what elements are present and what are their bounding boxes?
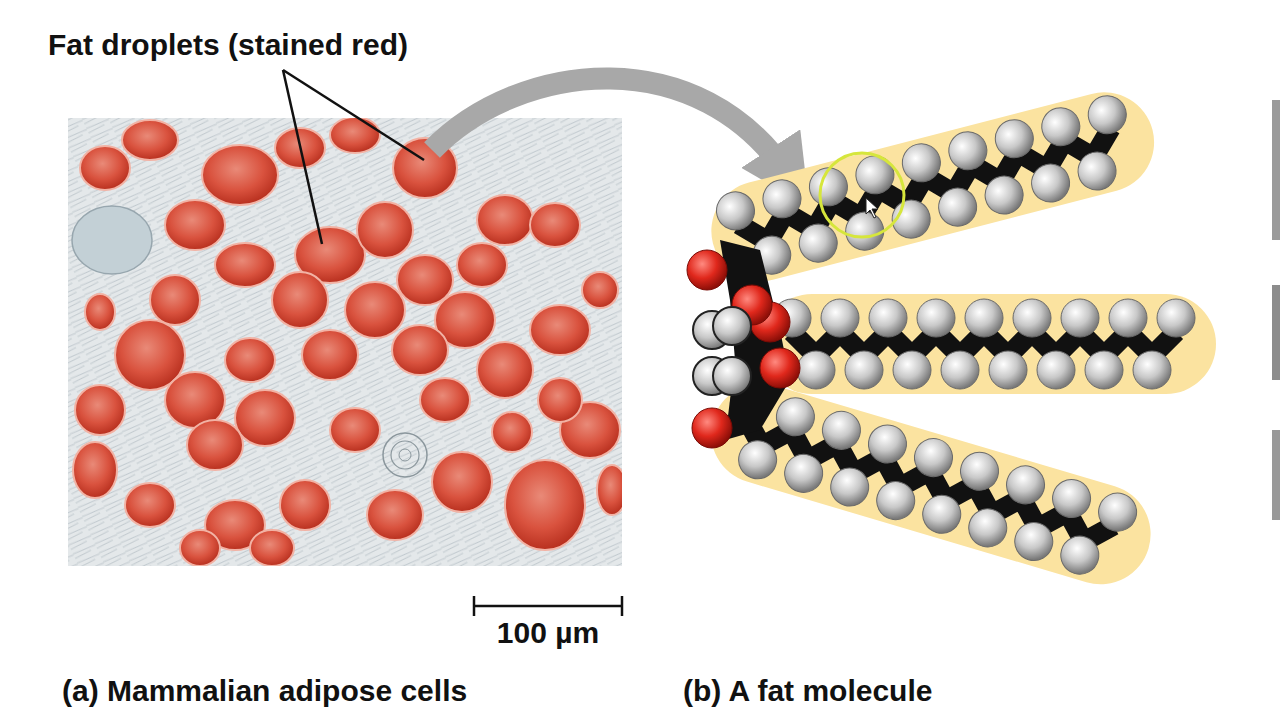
fat-droplet [538, 378, 582, 422]
fatty-acid-tail [700, 81, 1165, 291]
fat-droplet [345, 282, 405, 338]
fat-droplet [477, 195, 533, 245]
fatty-acid-tail [762, 294, 1216, 394]
pointer-arrow [432, 78, 790, 178]
fat-droplet [330, 408, 380, 452]
leader-line [283, 70, 424, 160]
fat-droplet [492, 412, 532, 452]
fat-droplet [505, 460, 585, 550]
fat-molecule [687, 81, 1216, 596]
fat-droplet [432, 452, 492, 512]
fat-droplet [477, 342, 533, 398]
fat-droplet [357, 202, 413, 258]
panel-caption: (b) A fat molecule [683, 674, 932, 709]
cursor [866, 198, 878, 218]
fat-droplet [187, 420, 243, 470]
fat-droplet [225, 338, 275, 382]
cut-off-panel [1272, 100, 1280, 520]
fat-droplet [73, 442, 117, 498]
scale-bar [474, 596, 622, 616]
fat-droplet [367, 490, 423, 540]
fat-droplet [165, 200, 225, 250]
fat-droplet [215, 243, 275, 287]
fat-droplet [75, 385, 125, 435]
fat-droplet [80, 146, 130, 190]
fat-droplet [180, 530, 220, 566]
scale-label: 100 µm [497, 616, 599, 651]
fat-droplet [330, 118, 380, 153]
fat-droplet [235, 390, 295, 446]
fat-droplet [530, 203, 580, 247]
fat-droplet [122, 120, 178, 160]
fat-droplet [457, 243, 507, 287]
fat-droplet [125, 483, 175, 527]
fat-droplet [280, 480, 330, 530]
fat-droplet [272, 272, 328, 328]
fat-droplet [85, 294, 115, 330]
fat-droplet [420, 378, 470, 422]
fat-droplet [597, 465, 622, 515]
panel-caption: (a) Mammalian adipose cells [62, 674, 467, 709]
highlight-circle [820, 153, 904, 237]
callout-label: Fat droplets (stained red) [48, 28, 408, 63]
fat-droplet [202, 145, 278, 205]
fat-droplet [150, 275, 200, 325]
fat-droplet [397, 255, 453, 305]
fat-droplet [392, 325, 448, 375]
fat-droplet [582, 272, 618, 308]
micrograph [68, 118, 622, 566]
glycerol-backbone [687, 240, 800, 448]
fat-droplet [302, 330, 358, 380]
leader-line [283, 70, 322, 244]
fat-droplet [530, 305, 590, 355]
fat-droplet [250, 530, 294, 566]
